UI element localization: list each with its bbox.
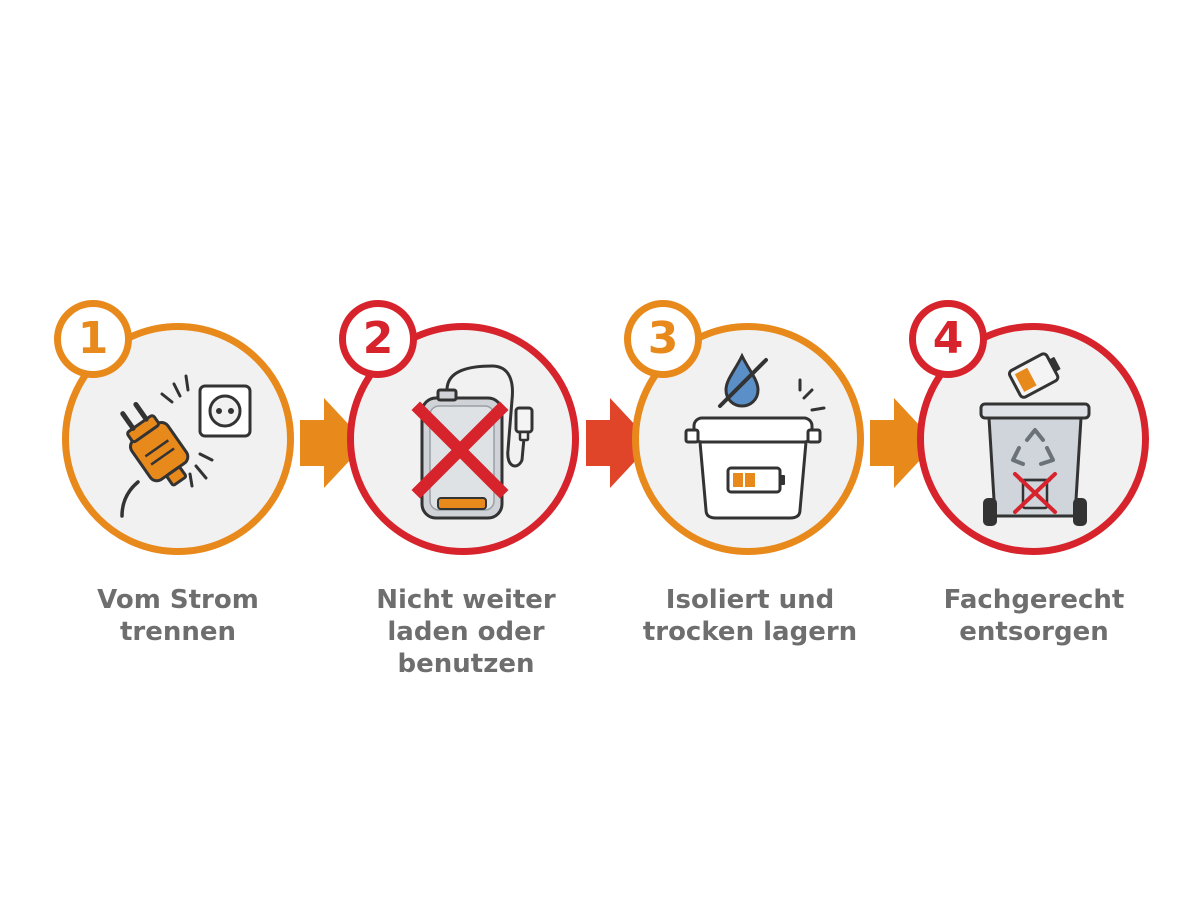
step-3-number-badge: 3 xyxy=(624,300,702,378)
step-1-caption: Vom Strom trennen xyxy=(97,585,259,647)
step-1-number-badge: 1 xyxy=(54,300,132,378)
step-3-caption: Isoliert und trocken lagern xyxy=(642,585,858,647)
unplug-icon xyxy=(120,374,252,518)
arrow-2-to-3 xyxy=(586,398,652,488)
step-2-number-badge: 2 xyxy=(339,300,417,378)
step-4-caption: Fachgerecht entsorgen xyxy=(943,585,1125,647)
recycling-bin-icon xyxy=(979,352,1091,526)
powerbank-crossed-icon xyxy=(411,364,534,520)
arrow-1-to-2 xyxy=(300,398,366,488)
arrow-3-to-4 xyxy=(870,398,936,488)
dry-storage-box-icon xyxy=(684,352,826,520)
step-4-number-badge: 4 xyxy=(909,300,987,378)
step-2-caption: Nicht weiter laden oder benutzen xyxy=(376,585,556,679)
